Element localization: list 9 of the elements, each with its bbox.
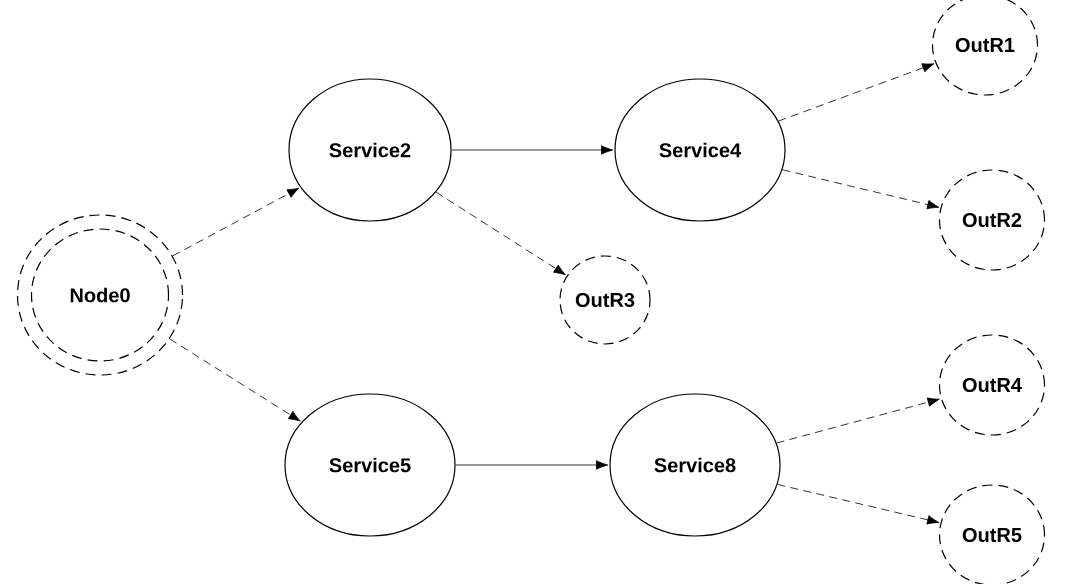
arrow [781, 169, 940, 210]
arrow [776, 397, 940, 444]
arrow [777, 484, 940, 525]
arrow [172, 187, 300, 257]
arrow [455, 460, 609, 470]
arrow [451, 145, 614, 155]
arrow [169, 338, 301, 422]
arrow [777, 63, 935, 122]
arrow [435, 191, 566, 276]
